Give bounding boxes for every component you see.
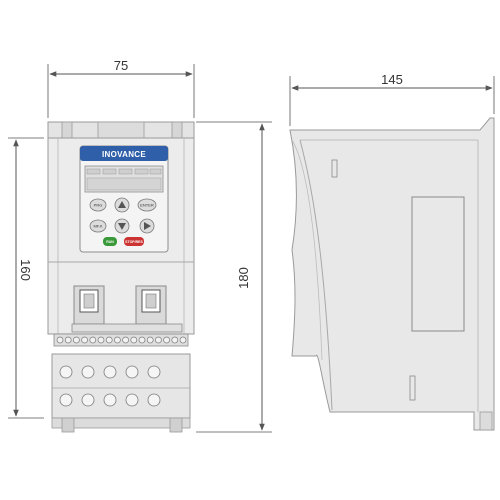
power-terminal-screw [59, 365, 73, 379]
power-terminal-screw [103, 393, 117, 407]
front-top-center-piece [97, 121, 145, 139]
dim-label-145: 145 [381, 72, 403, 87]
dimension-160: 160 [8, 137, 44, 419]
power-terminal-screws [59, 365, 161, 407]
terminal-screw [146, 336, 154, 344]
svg-text:MF.K: MF.K [93, 224, 102, 229]
dimension-75: 75 [47, 58, 195, 118]
power-terminal-screw [125, 365, 139, 379]
terminal-screws [56, 336, 187, 344]
svg-text:ENTER: ENTER [140, 203, 154, 208]
dim-label-180: 180 [236, 267, 251, 289]
front-top-tab-right [171, 121, 183, 139]
side-slot-bottom [409, 375, 416, 401]
led-digit-3 [118, 168, 133, 175]
svg-text:STOP/RES: STOP/RES [125, 240, 143, 244]
terminal-strip [71, 323, 183, 333]
dim-label-160: 160 [18, 259, 33, 281]
brand-logo: INOVANCE [102, 150, 146, 159]
mf-key: MF.K [89, 219, 107, 233]
power-terminal-screw [81, 393, 95, 407]
terminal-screw [97, 336, 105, 344]
terminal-screw [114, 336, 121, 344]
terminal-screw [56, 336, 64, 344]
front-bottom-base [51, 417, 191, 429]
side-slot-top [331, 159, 338, 178]
power-terminal-screw [125, 393, 139, 407]
front-top-tab-left [61, 121, 73, 139]
keypad-brand-band [80, 146, 168, 161]
power-terminal-screw [147, 393, 161, 407]
side-front-curve-inner [291, 139, 323, 361]
enter-key: ENTER [137, 198, 157, 212]
terminal-row [53, 333, 189, 347]
left-connector [73, 285, 105, 325]
stop-key: STOP/RES [124, 237, 144, 246]
led-digit-1 [86, 168, 101, 175]
keypad: INOVANCE PRG ENTER [79, 145, 169, 253]
terminal-screw [179, 336, 187, 344]
svg-text:RUN: RUN [106, 240, 114, 244]
terminal-screw [138, 336, 146, 344]
dimension-145: 145 [289, 72, 495, 126]
terminal-screw [130, 336, 138, 344]
side-front-curve [299, 139, 333, 411]
terminal-screw [73, 336, 80, 344]
front-foot-left [61, 417, 75, 433]
down-key [114, 218, 130, 234]
power-terminal-screw [103, 365, 117, 379]
up-key [114, 197, 130, 213]
terminal-screw [171, 336, 179, 344]
terminal-screw [89, 336, 97, 344]
dimension-180: 180 [196, 121, 272, 433]
power-terminal-block [51, 353, 191, 419]
shift-key [139, 218, 155, 234]
led-digit-2 [102, 168, 117, 175]
front-view: INOVANCE PRG ENTER [47, 121, 195, 433]
power-terminal-screw [147, 365, 161, 379]
led-digit-4 [134, 168, 149, 175]
prg-key: PRG [89, 198, 107, 212]
led-readout [86, 177, 162, 191]
led-digit-5 [149, 168, 162, 175]
power-terminal-screw [81, 365, 95, 379]
side-view [289, 117, 495, 431]
side-rear-tab [479, 411, 493, 431]
front-foot-right [169, 417, 183, 433]
terminal-screw [64, 336, 72, 344]
terminal-screw [163, 336, 170, 344]
svg-text:PRG: PRG [94, 203, 103, 208]
side-body-outline [289, 117, 495, 431]
side-label-panel [411, 196, 465, 332]
right-connector [135, 285, 167, 325]
terminal-screw [105, 336, 113, 344]
terminal-screw [81, 336, 88, 344]
run-key: RUN [103, 237, 117, 246]
terminal-screw [155, 336, 162, 344]
terminal-screw [122, 336, 129, 344]
power-terminal-screw [59, 393, 73, 407]
dim-label-75: 75 [114, 58, 128, 73]
